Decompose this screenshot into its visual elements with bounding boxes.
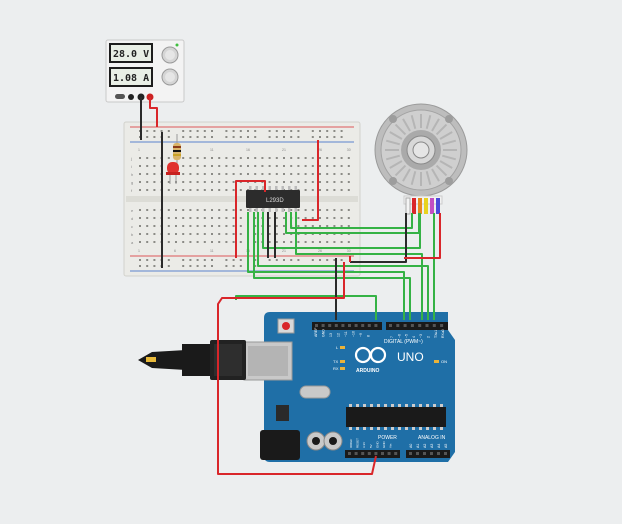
wire-red-motor	[404, 213, 441, 259]
wires[interactable]	[140, 97, 441, 475]
power-supply[interactable]: 28.0 V 1.08 A	[105, 39, 185, 103]
power-pin-label: IOREF	[349, 439, 353, 448]
power-header-label: POWER	[378, 435, 397, 441]
led-red[interactable]	[166, 162, 180, 184]
digital-pin-label: 2	[427, 336, 431, 338]
wire-red-5v	[217, 262, 377, 475]
analog-pin-label: A1	[416, 444, 420, 448]
power-pin-label: GND	[375, 441, 379, 449]
power-pin-label: GND	[382, 441, 386, 449]
rx-led-label: RX	[333, 366, 339, 371]
digital-pin-label: 7	[390, 336, 394, 338]
row-letter: d	[131, 216, 133, 221]
row-letter: f	[131, 188, 133, 193]
digital-pin-label: ~11	[344, 331, 348, 337]
analog-header-label: ANALOG IN	[418, 435, 446, 441]
voltage-display: 28.0 V	[113, 49, 149, 60]
atmega-chip	[346, 407, 446, 427]
col-number: 11	[210, 249, 214, 253]
wire-green-in1	[247, 212, 405, 320]
analog-pin-label: A2	[423, 444, 427, 448]
digital-pin-label: ~9	[359, 333, 363, 337]
row-letter: i	[131, 164, 132, 169]
row-letter: c	[131, 224, 133, 229]
analog-pin-label: A5	[444, 444, 448, 448]
row-letter: a	[131, 240, 134, 245]
digital-pin-label: GND	[322, 329, 326, 337]
wire-green-in2	[253, 212, 411, 320]
col-number: 26	[318, 249, 322, 253]
l-led-label: L	[336, 345, 339, 350]
row-letter: g	[131, 180, 133, 185]
breadboard-holes[interactable]	[139, 130, 350, 267]
digital-pin-label: AREF	[314, 328, 318, 337]
col-number: 6	[174, 249, 176, 253]
current-display: 1.08 A	[113, 73, 149, 84]
power-pin-label: RESET	[356, 438, 360, 448]
ground-terminal[interactable]	[128, 94, 134, 100]
col-number: 26	[318, 148, 322, 152]
digital-pin-label: 12	[337, 333, 341, 337]
model-label: UNO	[397, 350, 424, 364]
wire-black-motor	[350, 213, 407, 263]
digital-pin-label: 13	[329, 333, 333, 337]
digital-pin-label: TX▸1	[434, 330, 438, 338]
arduino-logo-text: ARDUINO	[356, 368, 379, 374]
digital-pin-label: ~3	[419, 334, 423, 338]
row-letter: e	[131, 208, 134, 213]
col-number: 30	[347, 148, 351, 152]
digital-pin-label: 8	[367, 335, 371, 337]
analog-pin-label: A3	[430, 444, 434, 448]
col-number: 1	[138, 249, 140, 253]
col-number: 21	[282, 148, 286, 152]
wire-green-out1	[290, 212, 413, 229]
digital-pin-label: ~5	[405, 334, 409, 338]
usb-cable[interactable]	[138, 340, 246, 380]
arduino-logo-icon	[354, 346, 387, 364]
digital-pin-label: ~10	[352, 331, 356, 337]
col-number: 16	[246, 148, 250, 152]
analog-pin-label: A0	[409, 444, 413, 448]
breadboard[interactable]: jihgfedcba116611111616212126263030	[123, 121, 361, 277]
row-letter: b	[131, 232, 134, 237]
wire-red-vcc1	[235, 180, 266, 258]
row-letter: j	[130, 156, 132, 161]
digital-pin-label: RX◂0	[441, 329, 445, 338]
on-led-label: ON	[441, 359, 447, 364]
wire-psu-positive	[149, 97, 158, 127]
wire-green-in3	[295, 212, 423, 320]
digital-pin-label: ~6	[397, 334, 401, 338]
power-pin-label: 3.3V	[362, 442, 366, 448]
wire-green-out3	[262, 212, 421, 249]
digital-pin-label: 4	[412, 336, 416, 338]
col-number: 1	[138, 148, 140, 152]
power-pin-label: Vin	[389, 443, 393, 448]
digital-header-label: DIGITAL (PWM~)	[384, 339, 423, 345]
analog-pin-label: A4	[437, 444, 441, 448]
resistor[interactable]	[173, 134, 181, 168]
stepper-motor[interactable]	[374, 103, 468, 215]
wire-red-vcc2	[302, 140, 319, 221]
power-pin-label: 5V	[369, 444, 373, 448]
col-number: 30	[347, 249, 351, 253]
col-number: 21	[282, 249, 286, 253]
l293d-chip[interactable]: L293D	[246, 186, 300, 212]
tx-led-label: TX	[333, 359, 338, 364]
col-number: 11	[210, 148, 214, 152]
dc-power-jack[interactable]	[260, 430, 300, 460]
chip-label: L293D	[266, 198, 284, 204]
row-letter: h	[131, 172, 133, 177]
